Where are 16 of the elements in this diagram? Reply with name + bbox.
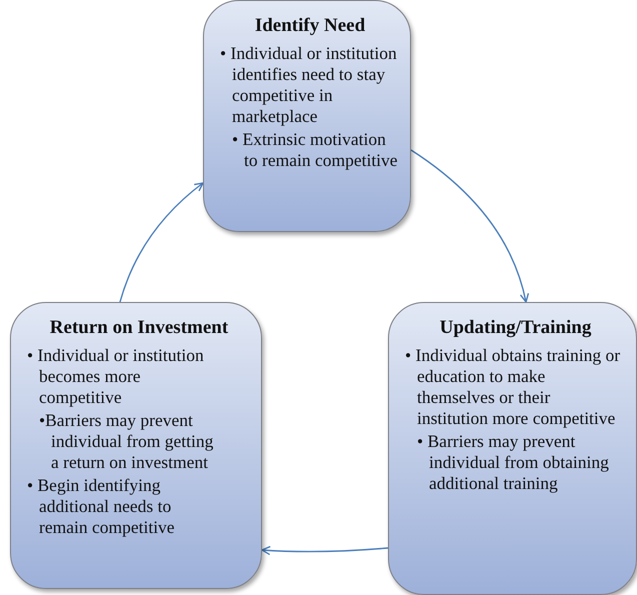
curved-arrow (410, 149, 529, 303)
box-heading: Identify Need (254, 15, 366, 37)
rounded-box (388, 302, 637, 595)
box-heading: Return on Investment (48, 317, 230, 339)
bullet-text: • Barriers may prevent individual from obtaining additional training (417, 431, 610, 494)
bullet-text: • Extrinsic motivation to remain competitive (232, 129, 399, 171)
box-heading: Updating/Training (438, 317, 592, 339)
curved-arrow (261, 546, 388, 556)
bullet-text: • Begin identifying additional needs to remain competitive (27, 475, 176, 538)
rounded-box (10, 302, 262, 589)
bullet-text: • Individual or institution identifies need to stay competitive in marketplace (220, 43, 398, 127)
bullet-text: • Individual or institution becomes more competitive (27, 345, 205, 408)
bullet-text: •Barriers may prevent individual from getting a return on investment (39, 410, 214, 473)
curved-arrow (119, 182, 204, 302)
bullet-text: • Individual obtains training or education to make themselves or their institution more competitive (405, 345, 622, 429)
rounded-box (203, 0, 411, 232)
